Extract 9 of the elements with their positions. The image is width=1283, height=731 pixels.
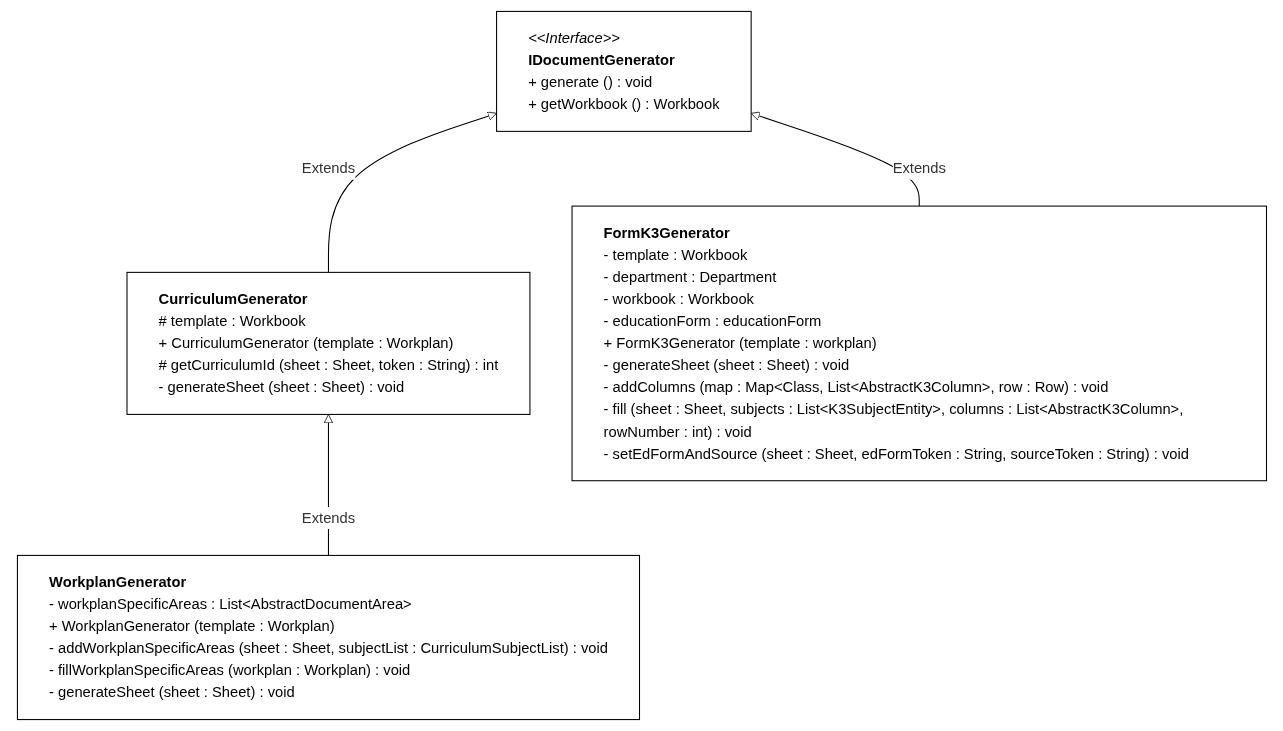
arrow [327, 111, 497, 273]
node-box: <<Interface>> IDocumentGenerator + generate () : void + getWorkbook () : Workbook [495, 10, 752, 132]
node-box: CurriculumGenerator # template : Workbook + CurriculumGenerator (template : Workplan) # getCurriculumId (sheet : Sheet, token : String) : int - generateSheet (sheet : Sheet) : void [126, 271, 530, 415]
node-box: WorkplanGenerator - workplanSpecificAreas : List<AbstractDocumentArea> + WorkplanGenerator (template : Workplan) - addWorkplanSpecificAreas (sheet : Sheet, subjectList : CurriculumSubjectList) : void - fillWorkplanSpecificAreas (workplan : Workplan) : void - generateSheet (sheet : Sheet) : void [16, 554, 640, 721]
edge-label: Extends [301, 159, 355, 177]
node-box: FormK3Generator - template : Workbook - department : Department - workbook : Workbook - educationForm : educationForm + FormK3Generator (template : workplan) - generateSheet (sheet : Sheet) : void - addColumns (map : Map<Class, List<AbstractK3Column>, row : Row) : void - fill (sheet : Sheet, subjects : List<K3SubjectEntity>, columns : List<AbstractK3Column>, rowNumber : int) : void - setEdFormAndSource (sheet : Sheet, edFormToken : String, sourceToken : String) : void [571, 205, 1267, 482]
edge-label: Extends [892, 159, 946, 177]
edge-label: Extends [301, 509, 355, 526]
arrow [750, 111, 920, 207]
